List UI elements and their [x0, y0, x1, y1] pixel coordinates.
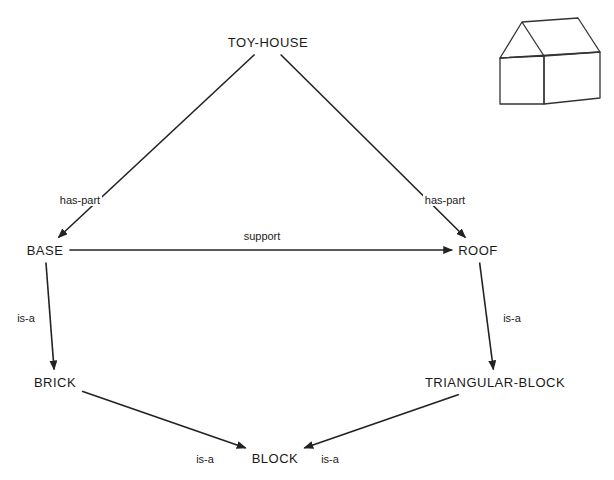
relation-arrow [82, 391, 246, 448]
concept-node: ROOF [454, 240, 502, 261]
relation-label: is-a [501, 312, 523, 324]
concept-name: BLOCK [252, 451, 299, 466]
concept-name: ROOF [458, 243, 498, 258]
concept-node: BLOCK [248, 448, 303, 469]
relation-label: support [242, 230, 283, 242]
concept-name: TOY-HOUSE [228, 35, 308, 50]
relation-arrow [281, 55, 466, 238]
relation-label: has-part [58, 194, 102, 206]
relation-label: has-part [423, 194, 467, 206]
concept-node: TOY-HOUSE [224, 32, 312, 53]
concept-name: BASE [27, 243, 64, 258]
relation-label: is-a [15, 312, 37, 324]
relation-arrow [58, 55, 254, 238]
relation-label: is-a [319, 453, 341, 465]
relation-label: is-a [194, 453, 216, 465]
concept-node: BRICK [30, 372, 80, 393]
relation-arrow [46, 263, 54, 370]
concept-node: BASE [23, 240, 68, 261]
concept-name: TRIANGULAR-BLOCK [425, 375, 565, 390]
relation-arrow [69, 249, 452, 251]
relation-arrow [480, 263, 494, 370]
concept-node: TRIANGULAR-BLOCK [421, 372, 569, 393]
concept-name: BRICK [34, 375, 76, 390]
relation-arrow [304, 395, 459, 448]
